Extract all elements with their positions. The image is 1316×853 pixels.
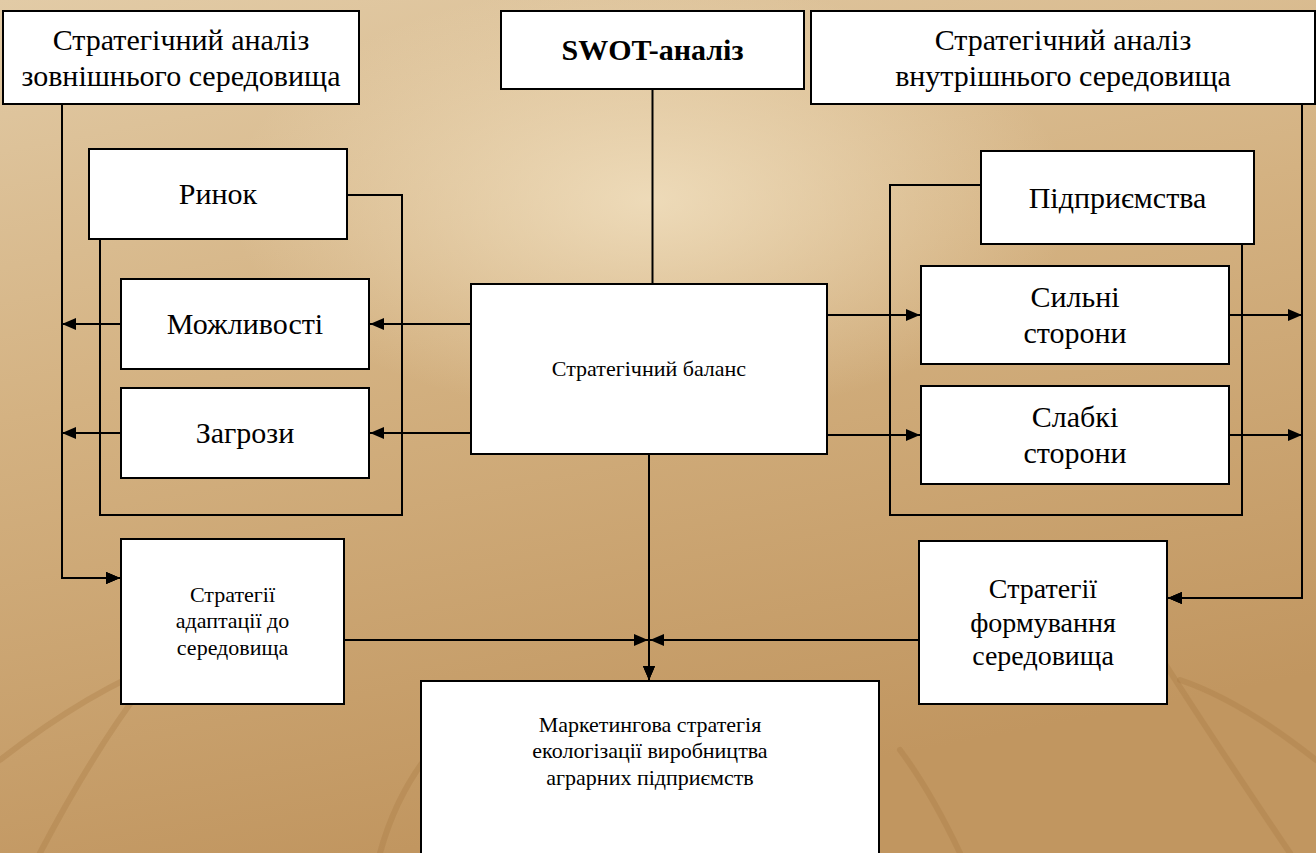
box-text: Загрози (196, 415, 295, 451)
merge-arrowhead (62, 427, 76, 439)
enterprise-box: Підприємства (980, 150, 1255, 245)
market-box: Ринок (88, 148, 348, 240)
box-text: Стратегії адаптації до середовища (158, 582, 308, 661)
market-bracket (100, 195, 402, 515)
balance-box: Стратегічний баланс (470, 283, 828, 455)
merge-arrowhead (634, 634, 648, 646)
box-text: SWOT-аналіз (561, 32, 743, 68)
marketing-strategy-box: Маркетингова стратегія екологізації виро… (420, 680, 880, 853)
adaptation-strategy-box: Стратегії адаптації до середовища (120, 538, 345, 705)
external-analysis-box: Стратегічний аналіз зовнішнього середови… (2, 10, 360, 105)
box-text: Маркетингова стратегія екологізації виро… (505, 712, 795, 791)
box-text: Ринок (179, 176, 257, 212)
merge-arrowhead (62, 318, 76, 330)
merge-arrowhead (650, 634, 664, 646)
threats-box: Загрози (120, 387, 370, 479)
weaknesses-box: Слабкі сторони (920, 385, 1230, 485)
connector-arrow (649, 640, 918, 680)
connector-arrow (62, 324, 120, 578)
connector-arrow (370, 432, 470, 434)
box-text: Стратегічний баланс (552, 356, 746, 382)
box-text: Слабкі сторони (990, 399, 1160, 471)
merge-arrowhead (1288, 309, 1302, 321)
box-text: Сильні сторони (990, 279, 1160, 351)
box-text: Можливості (167, 306, 323, 342)
swot-box: SWOT-аналіз (500, 10, 805, 90)
strengths-box: Сильні сторони (920, 265, 1230, 365)
opportunities-box: Можливості (120, 278, 370, 370)
box-text: Стратегічний аналіз зовнішнього середови… (14, 22, 348, 94)
connector-arrow (345, 640, 649, 680)
connector-arrow (370, 323, 470, 325)
connector-arrow (828, 434, 920, 436)
box-text: Стратегії формування середовища (930, 572, 1156, 673)
box-text: Підприємства (1029, 180, 1207, 216)
connector-arrow (828, 314, 920, 316)
merge-arrowhead (1288, 429, 1302, 441)
connector-arrow (652, 90, 654, 283)
shaping-strategy-box: Стратегії формування середовища (918, 540, 1168, 705)
connector-arrow (62, 433, 120, 578)
box-text: Стратегічний аналіз внутрішнього середов… (883, 22, 1243, 94)
internal-analysis-box: Стратегічний аналіз внутрішнього середов… (810, 10, 1316, 105)
